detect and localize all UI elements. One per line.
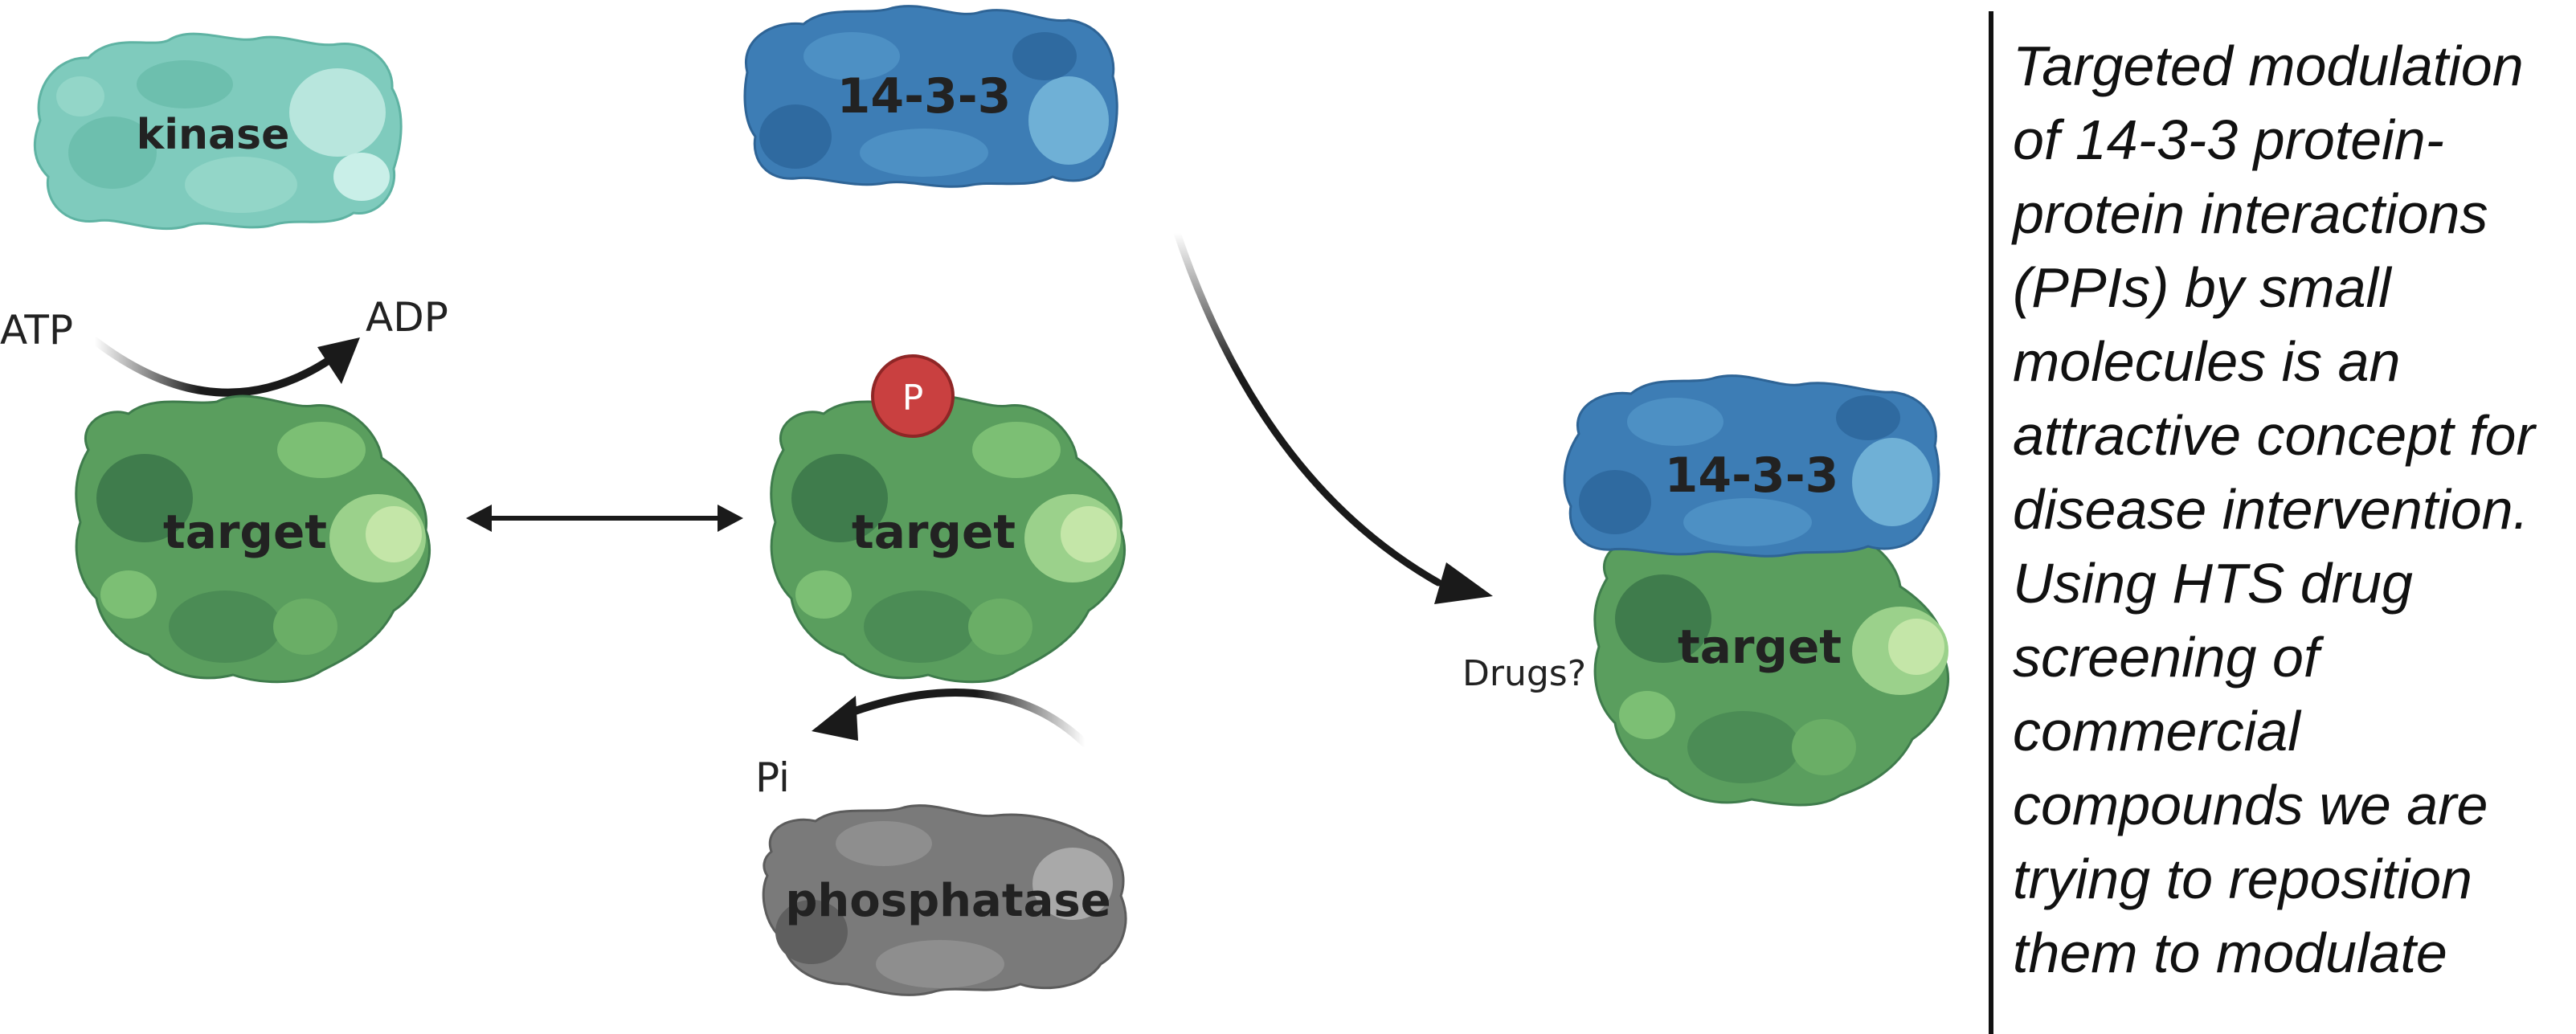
target-middle-label: target [852,505,1016,559]
equilibrium-double-arrow [466,505,743,532]
kinase-reaction-arrow [91,337,360,397]
drugs-label: Drugs? [1462,653,1586,694]
fourteen-three-three-top-label: 14-3-3 [837,68,1012,125]
kinase-label: kinase [137,111,290,159]
phosphatase-label: phosphatase [785,875,1110,927]
target-complex-label: target [1678,619,1842,674]
target-protein-unphosphorylated [75,394,431,684]
fourteen-three-three-protein [743,5,1118,188]
caption-text: Targeted modulation of 14-3-3 protein-pr… [2013,35,2535,984]
target-protein-complex [1593,523,1949,807]
target-left-label: target [163,505,327,559]
adp-label: ADP [366,294,448,341]
phosphatase-protein [762,804,1127,996]
fourteen-three-three-complex-protein [1563,374,1940,558]
kinase-protein [33,32,403,231]
phosphate-group [871,354,955,438]
phospho-label: P [902,378,924,419]
vertical-divider [1989,11,1993,1034]
fourteen-three-three-complex-label: 14-3-3 [1665,448,1839,504]
phosphatase-reaction-arrow [812,689,1089,747]
atp-label: ATP [0,307,73,354]
binding-arrow [1173,229,1493,604]
pi-label: Pi [755,754,790,801]
pathway-diagram: kinase 14-3-3 ATP ADP target [0,5,1949,996]
target-protein-phosphorylated [770,394,1126,684]
